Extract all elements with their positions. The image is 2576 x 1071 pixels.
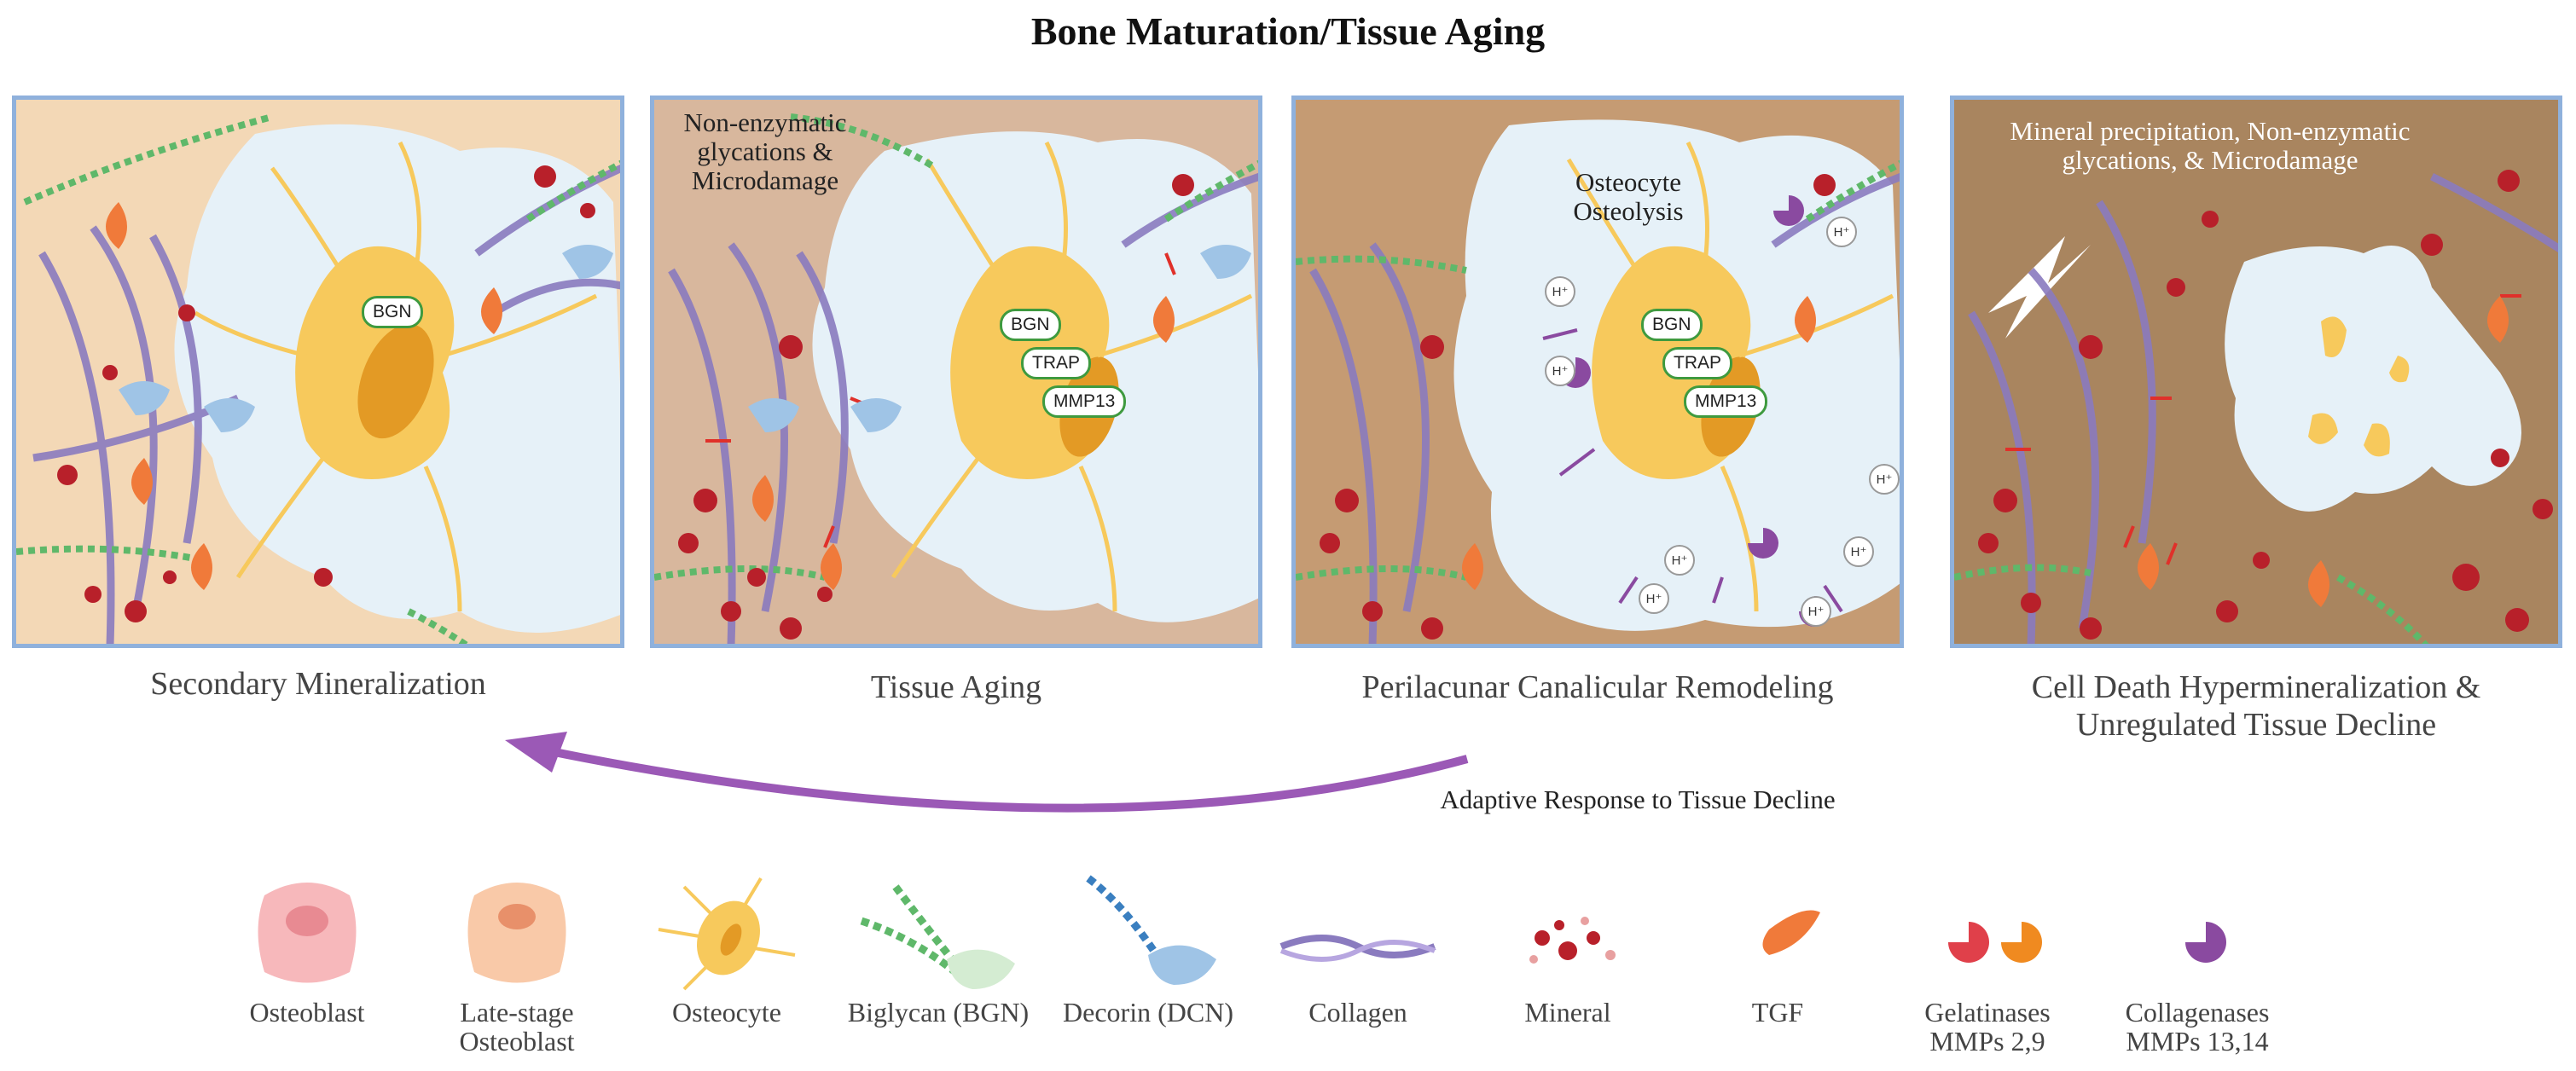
proton-label: H⁺ bbox=[1672, 553, 1688, 568]
aging-note: Non-enzymatic glycations & Microdamage bbox=[683, 107, 847, 195]
proton-label: H⁺ bbox=[1834, 225, 1850, 240]
legend-osteoblast: Osteoblast bbox=[213, 870, 401, 1066]
gelatinase-icon bbox=[1948, 922, 2042, 963]
legend-label: Mineral bbox=[1524, 997, 1611, 1028]
collagenase-icon bbox=[2185, 922, 2226, 963]
proton-label: H⁺ bbox=[1851, 545, 1867, 559]
adaptive-arrow-path bbox=[545, 746, 1469, 813]
legend-label: Osteoblast bbox=[249, 997, 365, 1028]
proton-label: H⁺ bbox=[1808, 605, 1825, 619]
mmp13-tag: MMP13 bbox=[1684, 385, 1768, 418]
legend-label: Gelatinases MMPs 2,9 bbox=[1924, 997, 2051, 1057]
legend-biglycan: Biglycan (BGN) bbox=[844, 870, 1032, 1066]
proton-label: H⁺ bbox=[1552, 285, 1569, 299]
decorin-icon bbox=[1086, 875, 1216, 985]
adaptive-response-label: Adaptive Response to Tissue Decline bbox=[1440, 784, 1836, 814]
proton-label: H⁺ bbox=[1552, 364, 1569, 379]
panel-1-label: Secondary Mineralization bbox=[150, 666, 486, 702]
panel-3-label: Perilacunar Canalicular Remodeling bbox=[1361, 669, 1834, 705]
legend-osteocyte: Osteocyte bbox=[633, 870, 821, 1066]
legend-label: Collagenases MMPs 13,14 bbox=[2125, 997, 2270, 1057]
legend-label: Osteocyte bbox=[672, 997, 781, 1028]
osteocyte-icon bbox=[658, 877, 796, 991]
secondary-mineralization-illustration bbox=[16, 100, 620, 644]
legend-decorin: Decorin (DCN) bbox=[1054, 870, 1242, 1066]
proton-label: H⁺ bbox=[1877, 472, 1893, 487]
cell-death-illustration bbox=[1954, 100, 2558, 644]
bgn-tag: BGN bbox=[1641, 309, 1703, 341]
biglycan-icon bbox=[860, 884, 1015, 989]
collagen-icon bbox=[1279, 935, 1436, 962]
legend-label: Collagen bbox=[1308, 997, 1407, 1028]
panel-remodeling: H⁺ H⁺ H⁺ H⁺ H⁺ H⁺ H⁺ H⁺ Osteocyte Osteolysis… bbox=[1291, 96, 1904, 648]
figure-title: Bone Maturation/Tissue Aging bbox=[1030, 9, 1546, 53]
legend-tgf: TGF bbox=[1684, 870, 1871, 1066]
legend-collagen: Collagen bbox=[1264, 870, 1452, 1066]
legend-late-osteoblast: Late-stage Osteoblast bbox=[423, 870, 611, 1066]
legend-label: Decorin (DCN) bbox=[1063, 997, 1233, 1028]
panel-4-label: Cell Death Hypermineralization & Unregul… bbox=[2031, 669, 2481, 743]
panel-cell-death: Mineral precipitation, Non-enzymatic gly… bbox=[1950, 96, 2562, 648]
legend-collagenases: Collagenases MMPs 13,14 bbox=[2103, 870, 2291, 1066]
bgn-tag: BGN bbox=[362, 296, 423, 328]
legend-label: Biglycan (BGN) bbox=[847, 997, 1030, 1028]
bgn-tag: BGN bbox=[1000, 309, 1061, 341]
proton-label: H⁺ bbox=[1646, 592, 1662, 606]
late-osteoblast-icon bbox=[467, 883, 566, 983]
decline-note: Mineral precipitation, Non-enzymatic gly… bbox=[2010, 116, 2411, 175]
legend-gelatinases: Gelatinases MMPs 2,9 bbox=[1894, 870, 2081, 1066]
legend-label: Late-stage Osteoblast bbox=[459, 997, 575, 1057]
panel-secondary-mineralization: BGN bbox=[12, 96, 624, 648]
mineral-icon bbox=[1529, 917, 1616, 964]
osteoblast-icon bbox=[258, 883, 357, 983]
mmp13-tag: MMP13 bbox=[1042, 385, 1127, 418]
trap-tag: TRAP bbox=[1662, 347, 1733, 379]
legend-label: TGF bbox=[1751, 997, 1804, 1028]
trap-tag: TRAP bbox=[1021, 347, 1092, 379]
panel-2-label: Tissue Aging bbox=[870, 669, 1042, 705]
osteolysis-note: Osteocyte Osteolysis bbox=[1573, 167, 1684, 226]
adaptive-arrow-head bbox=[505, 732, 567, 773]
legend-mineral: Mineral bbox=[1474, 870, 1662, 1066]
panel-tissue-aging: Non-enzymatic glycations & Microdamage B… bbox=[650, 96, 1262, 648]
tgf-icon bbox=[1762, 910, 1820, 955]
